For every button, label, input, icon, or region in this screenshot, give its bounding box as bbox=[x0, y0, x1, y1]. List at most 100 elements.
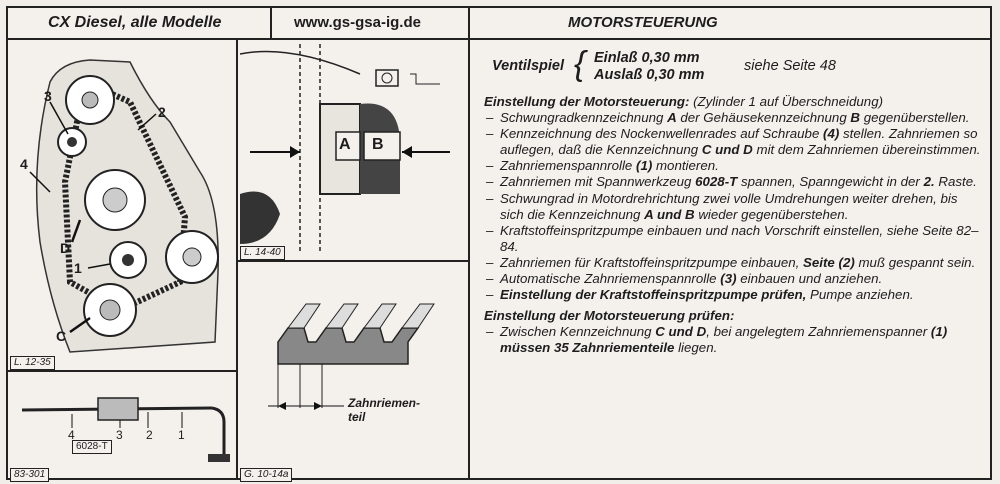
step-text-segment: Schwungrad in Motordrehrichtung zwei vol… bbox=[500, 190, 958, 222]
header-divider bbox=[270, 8, 272, 38]
step-text-segment: C und D bbox=[701, 142, 753, 158]
step-text-segment: Kennzeichnung des Nockenwellenrades auf … bbox=[500, 126, 824, 142]
tool-callout-4: 4 bbox=[68, 428, 75, 442]
step-text-segment: gegenüberstellen. bbox=[860, 110, 970, 126]
callout-c: C bbox=[56, 328, 67, 344]
brace: { bbox=[574, 45, 586, 83]
instruction-step: –Schwungradkennzeichnung A der Gehäuseke… bbox=[484, 110, 984, 126]
instruction-step: –Zahnriemen mit Spannwerkzeug 6028-T spa… bbox=[484, 174, 984, 190]
step-text-segment: Pumpe anziehen. bbox=[806, 287, 914, 303]
step-text-segment: Zwischen Kennzeichnung bbox=[500, 324, 656, 340]
figure-label: G. 10-14a bbox=[240, 468, 293, 482]
step-text-segment: 2. bbox=[923, 174, 935, 190]
page-header: CX Diesel, alle Modelle www.gs-gsa-ig.de… bbox=[8, 8, 990, 40]
instruction-step: –Kennzeichnung des Nockenwellenrades auf… bbox=[484, 126, 984, 158]
step-text-segment: (4) bbox=[823, 126, 840, 142]
step-text-segment: (1) bbox=[930, 324, 948, 340]
website-url: www.gs-gsa-ig.de bbox=[294, 14, 421, 31]
document-page: CX Diesel, alle Modelle www.gs-gsa-ig.de… bbox=[6, 6, 992, 482]
mark-a: A bbox=[339, 136, 351, 153]
header-divider bbox=[468, 8, 470, 38]
step-text-segment: stellen. Zahnriemen so auflegen, daß die… bbox=[500, 126, 978, 158]
step-text-segment: Zahnriemen für Kraftstoffeinspritzpumpe … bbox=[500, 254, 804, 270]
instructions-text: Ventilspiel { Einlaß 0,30 mm Auslaß 0,30… bbox=[484, 45, 984, 357]
bullet-dash: – bbox=[486, 190, 494, 206]
bullet-dash: – bbox=[486, 287, 494, 303]
step-text-segment: (1) bbox=[636, 158, 653, 174]
step-text-segment: 6028-T bbox=[695, 174, 738, 190]
step-text-segment: , bei angelegtem Zahnriemenspanner bbox=[706, 324, 931, 340]
section-2-steps: –Zwischen Kennzeichnung C und D, bei ang… bbox=[484, 324, 984, 356]
bullet-dash: – bbox=[486, 110, 494, 126]
instruction-step: –Schwungrad in Motordrehrichtung zwei vo… bbox=[484, 191, 984, 223]
step-text-segment: Schwungradkennzeichnung bbox=[500, 110, 668, 126]
step-text-segment: spannen, Spanngewicht in der bbox=[737, 174, 924, 190]
bullet-dash: – bbox=[486, 158, 494, 174]
step-text-segment: liegen. bbox=[674, 340, 718, 356]
bullet-dash: – bbox=[486, 271, 494, 287]
section-1-note: (Zylinder 1 auf Überschneidung) bbox=[689, 94, 884, 109]
belt-teeth-diagram bbox=[268, 303, 435, 410]
exhaust-clearance: Auslaß 0,30 mm bbox=[594, 67, 705, 83]
step-text-segment: einbauen und anziehen. bbox=[736, 271, 883, 287]
step-text-segment: Kraftstoffeinspritzpumpe einbauen und na… bbox=[500, 222, 979, 254]
tensioning-tool-diagram bbox=[21, 397, 230, 462]
bullet-dash: – bbox=[486, 324, 494, 340]
tool-callout-3: 3 bbox=[116, 428, 123, 442]
tool-name-label: 6028-T bbox=[72, 440, 112, 454]
figure-divider bbox=[8, 370, 237, 372]
figure-label: L. 12-35 bbox=[10, 356, 55, 370]
section-1-heading: Einstellung der Motorsteuerung: (Zylinde… bbox=[484, 94, 984, 110]
page-reference: siehe Seite 48 bbox=[744, 58, 836, 74]
instruction-step: –Zahnriemen für Kraftstoffeinspritzpumpe… bbox=[484, 255, 984, 271]
callout-2: 2 bbox=[158, 104, 166, 120]
section-title: MOTORSTEUERUNG bbox=[568, 14, 718, 31]
step-text-segment: (3) bbox=[720, 271, 737, 287]
step-text-segment: der Gehäusekennzeichnung bbox=[676, 110, 851, 126]
step-text-segment: montieren. bbox=[652, 158, 719, 174]
inlet-clearance: Einlaß 0,30 mm bbox=[594, 50, 700, 66]
flywheel-mark-diagram bbox=[240, 44, 450, 254]
step-text-segment: A bbox=[667, 110, 677, 126]
model-title: CX Diesel, alle Modelle bbox=[48, 14, 222, 31]
step-text-segment: Zahnriemenspannrolle bbox=[500, 158, 637, 174]
callout-d: D bbox=[60, 240, 71, 256]
bullet-dash: – bbox=[486, 126, 494, 142]
instruction-step: –Automatische Zahnriemenspannrolle (3) e… bbox=[484, 271, 984, 287]
callout-4: 4 bbox=[20, 156, 28, 172]
figure-divider bbox=[237, 260, 469, 262]
step-text-segment: B bbox=[850, 110, 861, 126]
section-2-heading: Einstellung der Motorsteuerung prüfen: bbox=[484, 308, 984, 324]
tool-callout-2: 2 bbox=[146, 428, 153, 442]
callout-1: 1 bbox=[74, 260, 82, 276]
section-1-steps: –Schwungradkennzeichnung A der Gehäuseke… bbox=[484, 110, 984, 303]
instruction-step: –Zwischen Kennzeichnung C und D, bei ang… bbox=[484, 324, 984, 356]
step-text-segment: muß gespannt sein. bbox=[854, 254, 976, 270]
figure-divider bbox=[468, 40, 470, 480]
figure-label: L. 14-40 bbox=[240, 246, 285, 260]
step-text-segment: C und D bbox=[655, 324, 707, 340]
step-text-segment: Seite (2) bbox=[803, 254, 855, 270]
valve-clearance: Ventilspiel { Einlaß 0,30 mm Auslaß 0,30… bbox=[484, 45, 984, 84]
step-text-segment: Einstellung der Kraftstoffeinspritzpumpe… bbox=[500, 287, 807, 303]
step-text-segment: A und B bbox=[644, 206, 695, 222]
step-text-segment: Raste. bbox=[934, 174, 977, 190]
step-text-segment: wieder gegenüberstehen. bbox=[694, 206, 849, 222]
mark-b: B bbox=[372, 136, 384, 153]
section-1-title: Einstellung der Motorsteuerung: bbox=[484, 94, 690, 109]
bullet-dash: – bbox=[486, 222, 494, 238]
timing-belt-diagram bbox=[29, 59, 219, 353]
figure-label: 83-301 bbox=[10, 468, 50, 482]
step-text-segment: Zahnriemen mit Spannwerkzeug bbox=[500, 174, 696, 190]
step-text-segment: mit dem Zahnriemen übereinstimmen. bbox=[752, 142, 981, 158]
valve-clearance-label: Ventilspiel bbox=[492, 58, 564, 74]
tool-callout-1: 1 bbox=[178, 428, 185, 442]
instruction-step: –Zahnriemenspannrolle (1) montieren. bbox=[484, 158, 984, 174]
section-2-title: Einstellung der Motorsteuerung prüfen: bbox=[484, 308, 735, 324]
step-text-segment: Automatische Zahnriemenspannrolle bbox=[500, 271, 721, 287]
callout-3: 3 bbox=[44, 88, 52, 104]
instruction-step: –Kraftstoffeinspritzpumpe einbauen und n… bbox=[484, 223, 984, 255]
instruction-step: –Einstellung der Kraftstoffeinspritzpump… bbox=[484, 287, 984, 303]
belt-tooth-caption-1: Zahnriemen- bbox=[348, 396, 421, 410]
bullet-dash: – bbox=[486, 174, 494, 190]
